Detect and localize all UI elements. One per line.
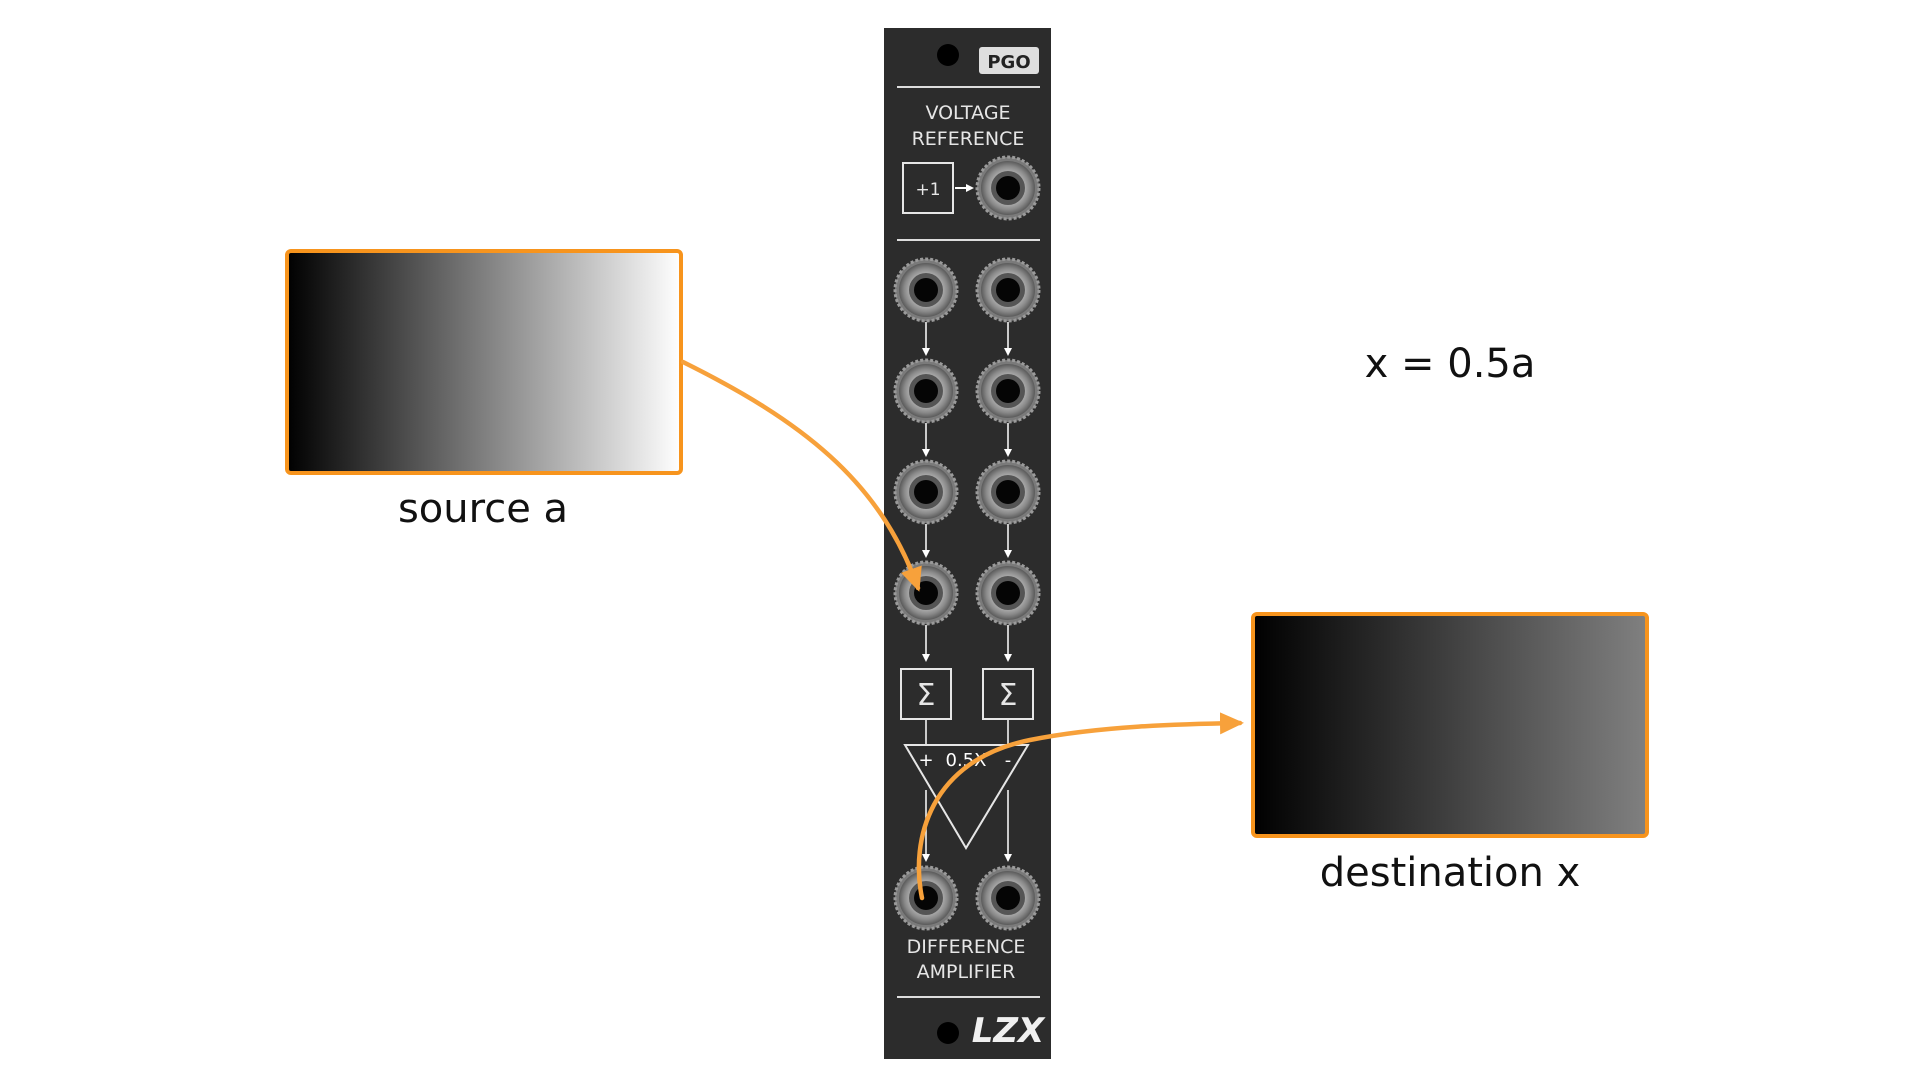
lzx-logo: LZX bbox=[972, 1011, 1046, 1051]
jack-left-3[interactable] bbox=[893, 459, 959, 525]
jack-left-2[interactable] bbox=[893, 358, 959, 424]
sum-box-left bbox=[900, 668, 952, 720]
voltage-reference-label-2: REFERENCE bbox=[912, 128, 1025, 150]
jack-right-2[interactable] bbox=[975, 358, 1041, 424]
jack-right-3[interactable] bbox=[975, 459, 1041, 525]
jack-output-left[interactable] bbox=[893, 865, 959, 931]
amp-gain-label: 0.5X bbox=[946, 750, 987, 771]
sum-symbol-right: Σ bbox=[999, 678, 1018, 713]
module-badge bbox=[979, 47, 1039, 74]
sum-box-right bbox=[982, 668, 1034, 720]
patch-cable-output-to-destination bbox=[916, 712, 1244, 901]
module-name: PGO bbox=[987, 52, 1030, 73]
jack-left-4[interactable] bbox=[893, 560, 959, 626]
diff-amp-triangle bbox=[903, 744, 1030, 850]
destination-x-preview bbox=[1251, 612, 1649, 838]
sum-symbol-left: Σ bbox=[917, 678, 936, 713]
equation-text: x = 0.5a bbox=[1365, 341, 1536, 387]
jack-right-1[interactable] bbox=[975, 257, 1041, 323]
amp-minus-label: - bbox=[1005, 750, 1012, 771]
amp-plus-label: + bbox=[918, 750, 933, 771]
voltage-reference-label-1: VOLTAGE bbox=[925, 102, 1010, 124]
jack-right-4[interactable] bbox=[975, 560, 1041, 626]
jack-left-1[interactable] bbox=[893, 257, 959, 323]
patch-cable-source-to-input bbox=[680, 359, 922, 592]
mounting-hole-bottom bbox=[937, 1022, 959, 1044]
plus-one-label: +1 bbox=[915, 180, 940, 200]
jack-output-right[interactable] bbox=[975, 865, 1041, 931]
jack-reference-out[interactable] bbox=[975, 155, 1041, 221]
difference-amplifier-label-2: AMPLIFIER bbox=[917, 961, 1016, 983]
destination-x-label: destination x bbox=[1320, 850, 1581, 896]
source-a-preview bbox=[285, 249, 683, 475]
source-a-label: source a bbox=[398, 486, 568, 532]
difference-amplifier-label-1: DIFFERENCE bbox=[907, 936, 1026, 958]
plus-one-box bbox=[902, 162, 954, 214]
mounting-hole-top bbox=[937, 44, 959, 66]
